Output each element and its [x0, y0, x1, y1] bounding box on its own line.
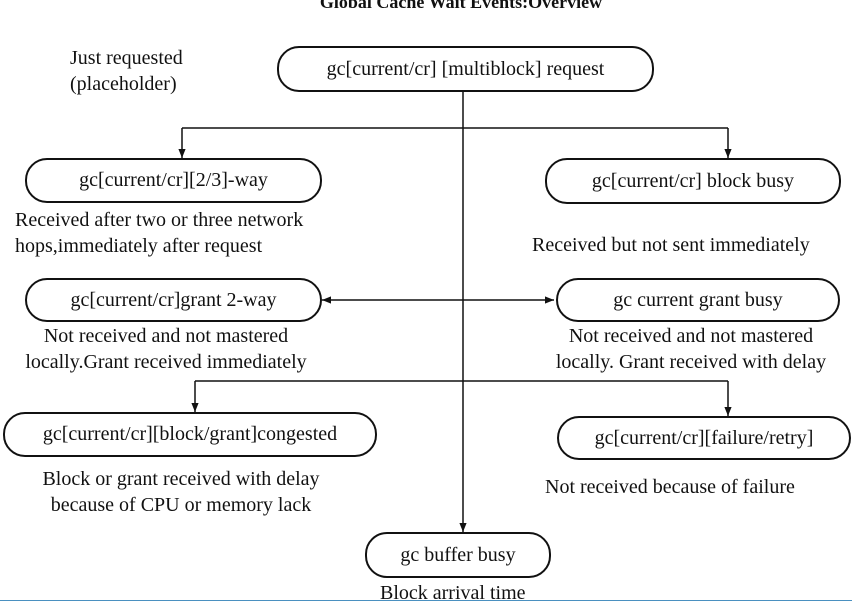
- caption-just-requested: Just requested (placeholder): [70, 47, 183, 95]
- node-current-grant-busy: gc current grant busy: [556, 278, 840, 322]
- diagram-title: Global Cache Wait Events:Overview: [319, 0, 603, 12]
- node-failure-retry: gc[current/cr][failure/retry]: [557, 416, 851, 460]
- caption-congested: Block or grant received with delay becau…: [42, 468, 320, 516]
- node-grant-2way: gc[current/cr]grant 2-way: [25, 278, 322, 322]
- caption-buffer-busy: Block arrival time: [380, 582, 526, 604]
- bottom-rule: [0, 600, 852, 601]
- node-block-busy: gc[current/cr] block busy: [545, 158, 841, 204]
- node-two-three-way: gc[current/cr][2/3]-way: [25, 158, 322, 203]
- caption-block-busy: Received but not sent immediately: [532, 234, 810, 256]
- caption-failure-retry: Not received because of failure: [545, 476, 795, 498]
- node-congested: gc[current/cr][block/grant]congested: [3, 412, 377, 457]
- node-request: gc[current/cr] [multiblock] request: [277, 46, 654, 92]
- caption-current-grant-busy: Not received and not mastered locally. G…: [555, 325, 827, 373]
- node-buffer-busy: gc buffer busy: [365, 532, 551, 578]
- caption-two-three-way: Received after two or three network hops…: [15, 209, 304, 257]
- caption-grant-2way: Not received and not mastered locally.Gr…: [25, 325, 307, 373]
